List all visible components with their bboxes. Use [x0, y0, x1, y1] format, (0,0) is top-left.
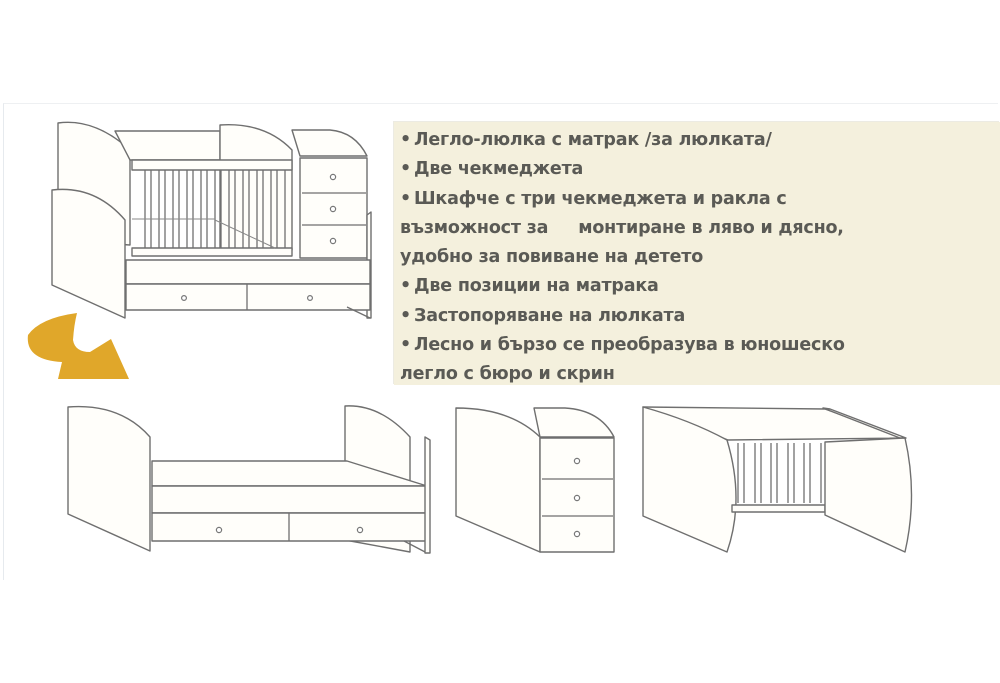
image-frame [3, 103, 998, 580]
bullet-icon: • [400, 188, 411, 209]
feature-item: •Легло-люлка с матрак /за люлката/ [400, 126, 1000, 155]
feature-item: •Шкафче с три чекмеджета и ракла с [400, 185, 1000, 214]
feature-item: •Лесно и бързо се преобразува в юношеско [400, 331, 1000, 360]
feature-item: •Две чекмеджета [400, 155, 1000, 184]
feature-item-continuation: удобно за повиване на детето [400, 247, 704, 268]
bullet-icon: • [400, 305, 411, 326]
feature-item: •Две позиции на матрака [400, 272, 1000, 301]
bullet-icon: • [400, 130, 411, 150]
bullet-icon: • [400, 335, 411, 356]
bullet-icon: • [400, 276, 411, 297]
features-list: •Легло-люлка с матрак /за люлката/ •Две … [394, 122, 1000, 390]
features-panel: •Легло-люлка с матрак /за люлката/ •Две … [394, 122, 1000, 385]
desk-illustration [642, 406, 913, 553]
feature-item: •Застопоряване на люлката [400, 302, 1000, 331]
youth-bed-illustration [67, 405, 431, 554]
chest-illustration [455, 407, 615, 553]
feature-item-continuation: легло с бюро и скрин [400, 364, 615, 385]
transform-arrow-icon [27, 313, 129, 379]
bullet-icon: • [400, 159, 411, 180]
crib-illustration [51, 121, 372, 319]
